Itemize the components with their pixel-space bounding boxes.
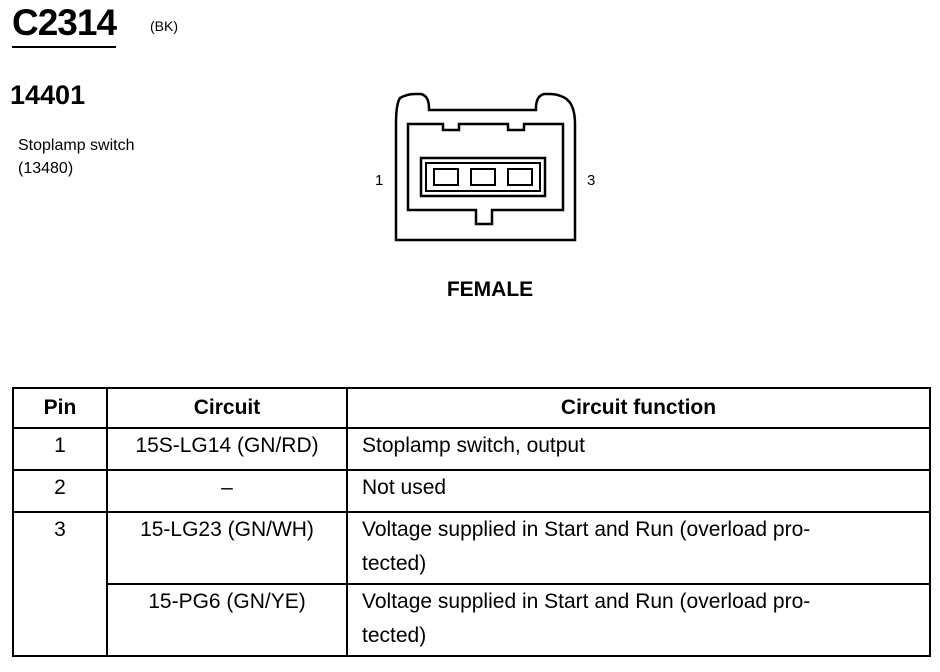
- cell-circuit: –: [106, 469, 348, 513]
- connector-gender-label: FEMALE: [446, 278, 534, 301]
- cell-circuit: 15-PG6 (GN/YE): [106, 583, 348, 657]
- cell-pin: 3: [12, 511, 108, 584]
- terminal-block: [419, 156, 547, 198]
- component-name: Stoplamp switch: [18, 137, 135, 154]
- connector-inner-face: [406, 122, 565, 226]
- terminal-cavity-2: [470, 168, 496, 186]
- component-part-number: 14401: [10, 80, 86, 110]
- cell-circuit: 15S-LG14 (GN/RD): [106, 427, 348, 471]
- cell-pin: 1: [12, 427, 108, 471]
- table-row: 1 15S-LG14 (GN/RD) Stoplamp switch, outp…: [12, 427, 931, 471]
- cell-pin: 2: [12, 469, 108, 513]
- header-circuit: Circuit: [106, 387, 348, 429]
- connector-id: C2314: [12, 2, 117, 43]
- table-row: 3 15-LG23 (GN/WH) Voltage supplied in St…: [12, 511, 931, 585]
- cell-pin: [12, 584, 108, 657]
- component-code: (13480): [18, 160, 74, 177]
- terminal-block-inner: [425, 162, 541, 192]
- pin-right-label: 3: [587, 172, 596, 189]
- header-pin: Pin: [12, 387, 108, 429]
- table-row: 2 – Not used: [12, 469, 931, 513]
- table-row: 15-PG6 (GN/YE) Voltage supplied in Start…: [12, 583, 931, 657]
- connector-face-diagram: [394, 92, 577, 242]
- terminal-cavity-3: [507, 168, 533, 186]
- cell-function: Stoplamp switch, output: [346, 427, 931, 471]
- cell-circuit: 15-LG23 (GN/WH): [106, 511, 348, 585]
- cell-function: Voltage supplied in Start and Run (overl…: [346, 583, 931, 657]
- connector-id-underline: [12, 46, 116, 48]
- connector-color-code: (BK): [150, 18, 178, 34]
- connector-housing-outline: [394, 92, 577, 242]
- cell-function: Not used: [346, 469, 931, 513]
- terminal-cavity-1: [433, 168, 459, 186]
- cell-function: Voltage supplied in Start and Run (overl…: [346, 511, 931, 585]
- header-circuit-function: Circuit function: [346, 387, 931, 429]
- table-header-row: Pin Circuit Circuit function: [12, 387, 931, 429]
- pin-left-label: 1: [375, 172, 384, 189]
- pin-table: Pin Circuit Circuit function 1 15S-LG14 …: [12, 387, 931, 657]
